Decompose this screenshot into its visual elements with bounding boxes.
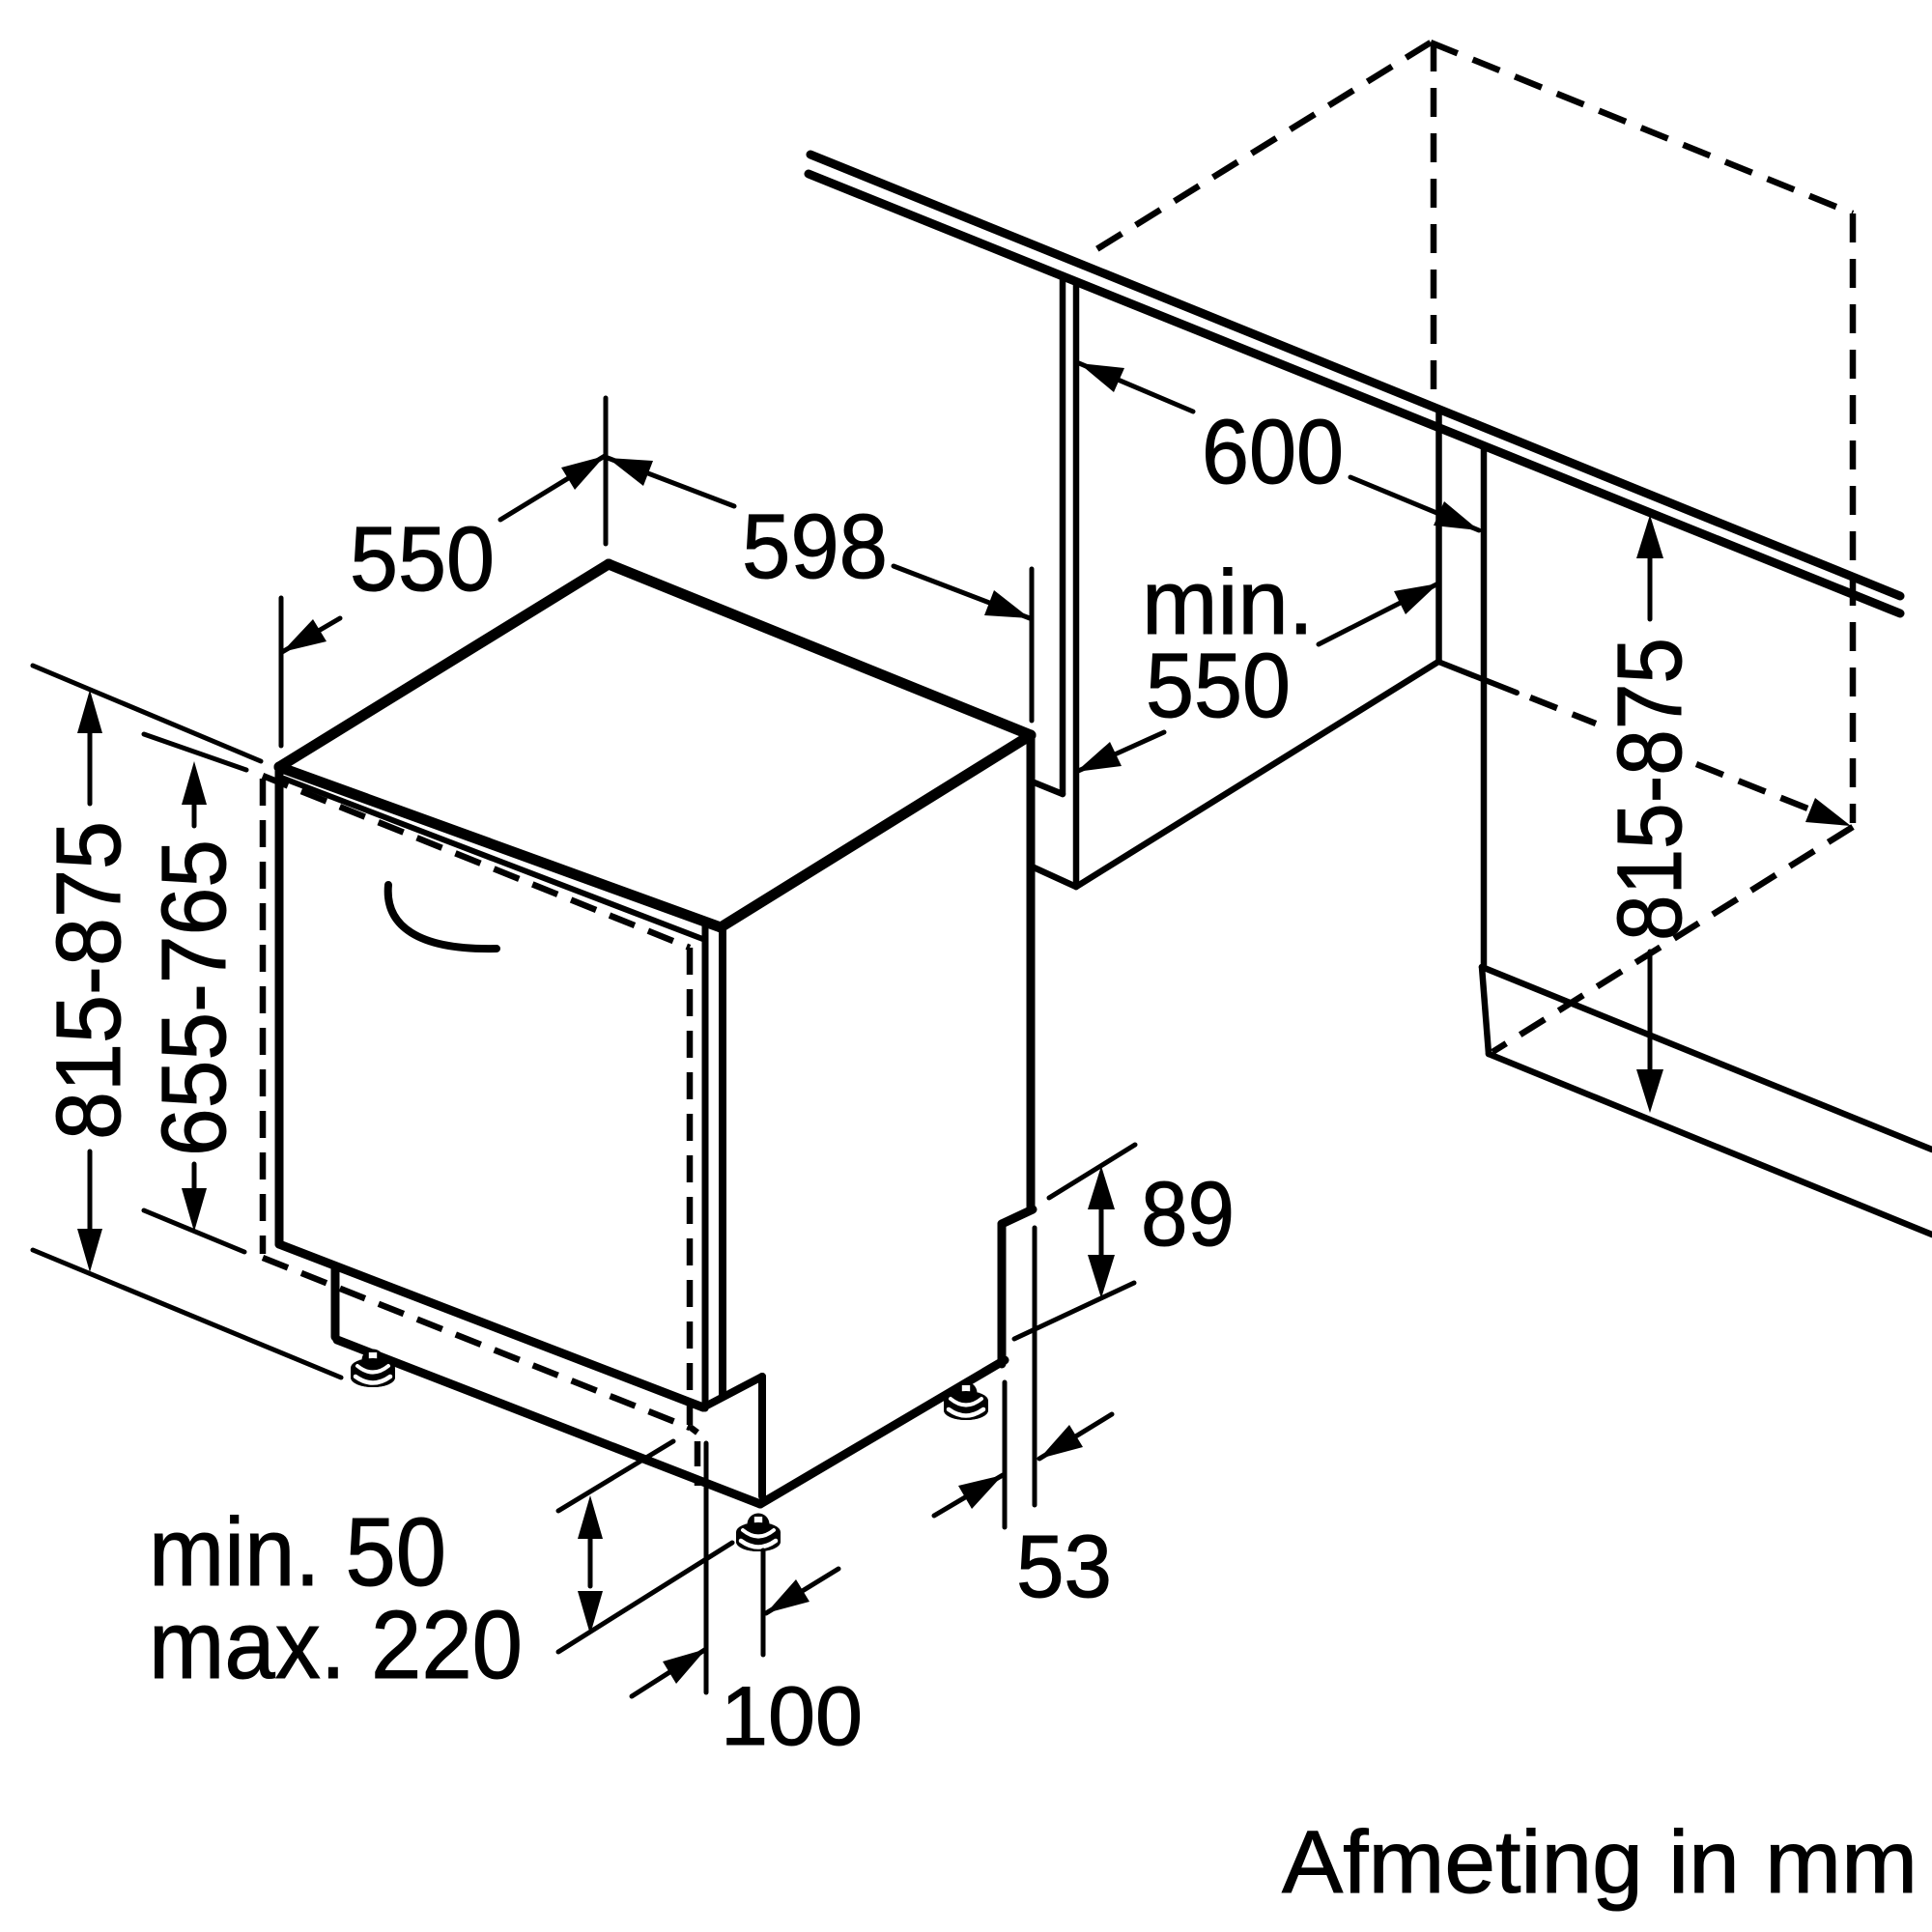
svg-text:100: 100: [721, 1670, 863, 1763]
svg-text:598: 598: [742, 496, 888, 598]
svg-text:Afmeting in mm: Afmeting in mm: [1282, 1813, 1918, 1912]
svg-text:815-875: 815-875: [38, 821, 140, 1140]
svg-text:550: 550: [1146, 635, 1291, 737]
svg-text:min.: min.: [1142, 552, 1314, 654]
svg-text:550: 550: [350, 508, 495, 611]
svg-text:600: 600: [1202, 401, 1344, 503]
svg-text:815-875: 815-875: [1599, 638, 1701, 941]
svg-text:min. 50: min. 50: [149, 1498, 446, 1606]
svg-text:89: 89: [1141, 1163, 1235, 1265]
svg-text:655-765: 655-765: [143, 839, 245, 1156]
svg-text:max. 220: max. 220: [149, 1591, 523, 1699]
svg-text:53: 53: [1016, 1518, 1112, 1616]
